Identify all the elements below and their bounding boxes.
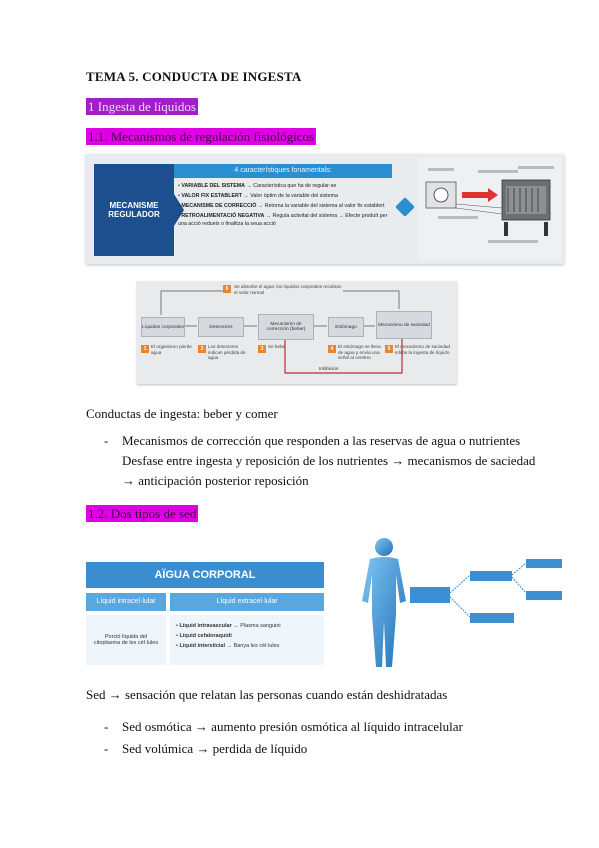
extracellular-list: • Líquid intravascular → Plasma sanguini… bbox=[170, 615, 324, 665]
characteristic-item: • RETROALIMENTACIÓ NEGATIVA → Regula act… bbox=[178, 213, 388, 227]
step-caption: El organismo pierde agua bbox=[151, 344, 192, 355]
extracellular-item: • Líquid intersticial → Banya les cèl·lu… bbox=[176, 643, 280, 649]
ingestion-behaviours: Conductas de ingesta: beber y comer bbox=[86, 406, 278, 421]
characteristic-item: • VALOR FIX ESTABLERT → Valor òptim de l… bbox=[178, 193, 338, 199]
mechanism-box: MECANISME REGULADOR bbox=[94, 164, 174, 256]
bullet-osmotic-thirst: Sed osmótica → aumento presión osmótica … bbox=[122, 719, 463, 734]
pointer-triangle bbox=[174, 194, 184, 226]
body-water-figure: AÏGUA CORPORAL Líquid intracel·lular Líq… bbox=[86, 535, 566, 673]
step-number: 4 bbox=[328, 345, 336, 353]
flow-box-satiety: Mecanismo de saciedad bbox=[376, 311, 432, 339]
section-heading-1-2-text: 1.2. Dos tipos de sed bbox=[86, 505, 199, 522]
bullet-volumetric-thirst: Sed volúmica → perdida de líquido bbox=[122, 741, 308, 756]
flow-box-detectors: Detectores bbox=[198, 317, 244, 337]
characteristic-item: • MECANISME DE CORRECCIÓ → Retorna la va… bbox=[178, 203, 385, 209]
characteristics-list: • VARIABLE DEL SISTEMA → Característica … bbox=[178, 182, 392, 230]
step-caption: Los detectores indican pérdida de agua bbox=[208, 344, 246, 360]
top-note: Se absorbe el agua; los líquidos corpora… bbox=[234, 284, 342, 295]
flow-arrows bbox=[160, 290, 403, 374]
document-title: TEMA 5. CONDUCTA DE INGESTA bbox=[86, 69, 302, 84]
flow-box-corporal-fluids: Líquidos corporales bbox=[141, 317, 185, 337]
section-heading-1: 1 Ingesta de líquidos bbox=[86, 98, 198, 116]
section-heading-1-2: 1.2. Dos tipos de sed bbox=[86, 505, 199, 523]
bullet-line: Mecanismos de corrección que responden a… bbox=[122, 433, 521, 448]
bullet-dash: - bbox=[104, 719, 109, 734]
extracellular-header: Líquid extracel·lular bbox=[170, 593, 324, 611]
thirst-definition: Sed → sensación que relatan las personas… bbox=[86, 687, 448, 702]
inhibition-label: Inhibición bbox=[319, 366, 339, 371]
regulator-mechanism-figure: MECANISME REGULADOR 4 característiques f… bbox=[86, 154, 564, 264]
intracellular-description: Porció líquida del citoplasma de les cèl… bbox=[86, 615, 166, 665]
flow-box-stomach: Estómago bbox=[328, 317, 364, 337]
step-number: 5 bbox=[385, 345, 393, 353]
mechanism-box-label: MECANISME REGULADOR bbox=[108, 201, 160, 219]
step-caption: El estómago se llena de agua y envía una… bbox=[338, 344, 381, 360]
step-number: 3 bbox=[258, 345, 266, 353]
step-number: 6 bbox=[223, 285, 231, 293]
extracellular-item: • Líquid intravascular → Plasma sanguini bbox=[176, 623, 281, 629]
intracellular-header: Líquid intracel·lular bbox=[86, 593, 166, 611]
section-heading-1-text: 1 Ingesta de líquidos bbox=[86, 98, 198, 115]
body-water-header: AÏGUA CORPORAL bbox=[86, 562, 324, 588]
step-number: 2 bbox=[198, 345, 206, 353]
step-number: 1 bbox=[141, 345, 149, 353]
bullet-dash: - bbox=[104, 433, 109, 448]
section-heading-1-1-text: 1.1. Mecanismos de regulación fisiológic… bbox=[86, 128, 317, 145]
human-body-water-image bbox=[350, 535, 566, 673]
characteristics-header: 4 característiques fonamentals: bbox=[174, 164, 392, 178]
flow-box-correction: Mecanismo de corrección (beber) bbox=[258, 314, 314, 340]
bullet-line: → anticipación posterior reposición bbox=[122, 473, 309, 488]
bullet-dash: - bbox=[104, 741, 109, 756]
step-caption: El mecanismo de saciedad inhibe la inges… bbox=[395, 344, 450, 355]
arrow-right-icon bbox=[395, 197, 415, 217]
characteristic-item: • VARIABLE DEL SISTEMA → Característica … bbox=[178, 183, 337, 189]
bullet-correction-mechanisms: Mecanismos de corrección que responden a… bbox=[122, 431, 535, 491]
thermostat-diagram-image bbox=[418, 158, 562, 260]
extracellular-item: • Líquid cefaloraquidi bbox=[176, 633, 232, 639]
section-heading-1-1: 1.1. Mecanismos de regulación fisiológic… bbox=[86, 128, 317, 146]
step-caption: Se bebe bbox=[268, 344, 286, 349]
bullet-line: Desfase entre ingesta y reposición de lo… bbox=[122, 453, 536, 468]
fluid-regulation-flow-figure: 6 Se absorbe el agua; los líquidos corpo… bbox=[137, 281, 457, 384]
